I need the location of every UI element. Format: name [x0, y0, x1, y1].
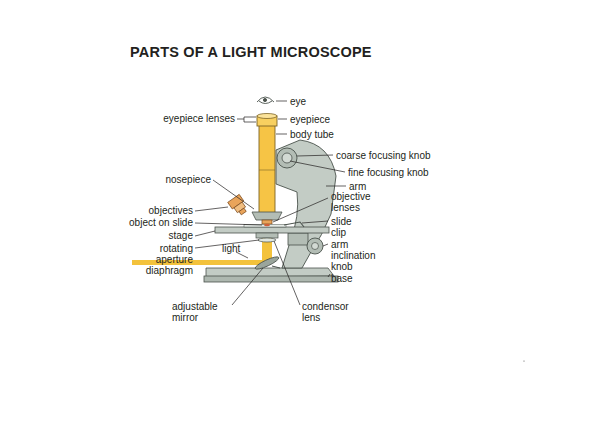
adjustable-mirror	[254, 255, 280, 271]
part-label: objective lenses	[331, 191, 370, 213]
part-label: object on slide	[129, 217, 193, 228]
part-label: condensor lens	[302, 301, 349, 323]
base	[204, 268, 338, 282]
nosepiece	[228, 194, 282, 224]
part-label: base	[331, 273, 353, 284]
inclination-knob	[307, 238, 323, 254]
part-label: body tube	[290, 129, 334, 140]
stage-support	[288, 233, 308, 245]
part-label: eyepiece lenses	[163, 113, 235, 124]
part-label: arm	[349, 181, 366, 192]
part-label: eye	[290, 96, 306, 107]
eye-icon	[257, 97, 274, 104]
part-label: fine focusing knob	[348, 167, 429, 178]
part-label: rotating aperture diaphragm	[146, 243, 193, 276]
part-label: adjustable mirror	[172, 301, 218, 323]
condensor	[256, 233, 278, 242]
body-tube	[257, 114, 277, 215]
diagram-title: PARTS OF A LIGHT MICROSCOPE	[130, 44, 372, 60]
stage	[215, 222, 329, 233]
part-label: stage	[169, 230, 193, 241]
part-label: arm inclination knob	[331, 239, 375, 272]
part-label: nosepiece	[165, 174, 211, 185]
speck	[523, 360, 524, 361]
part-label: objectives	[149, 205, 193, 216]
part-label: coarse focusing knob	[336, 150, 431, 161]
arm	[276, 140, 336, 268]
part-label: slide clip	[331, 216, 352, 238]
part-label: light	[222, 243, 240, 254]
part-label: eyepiece	[290, 114, 330, 125]
leader-lines	[195, 101, 346, 305]
focusing-knobs	[277, 148, 297, 168]
